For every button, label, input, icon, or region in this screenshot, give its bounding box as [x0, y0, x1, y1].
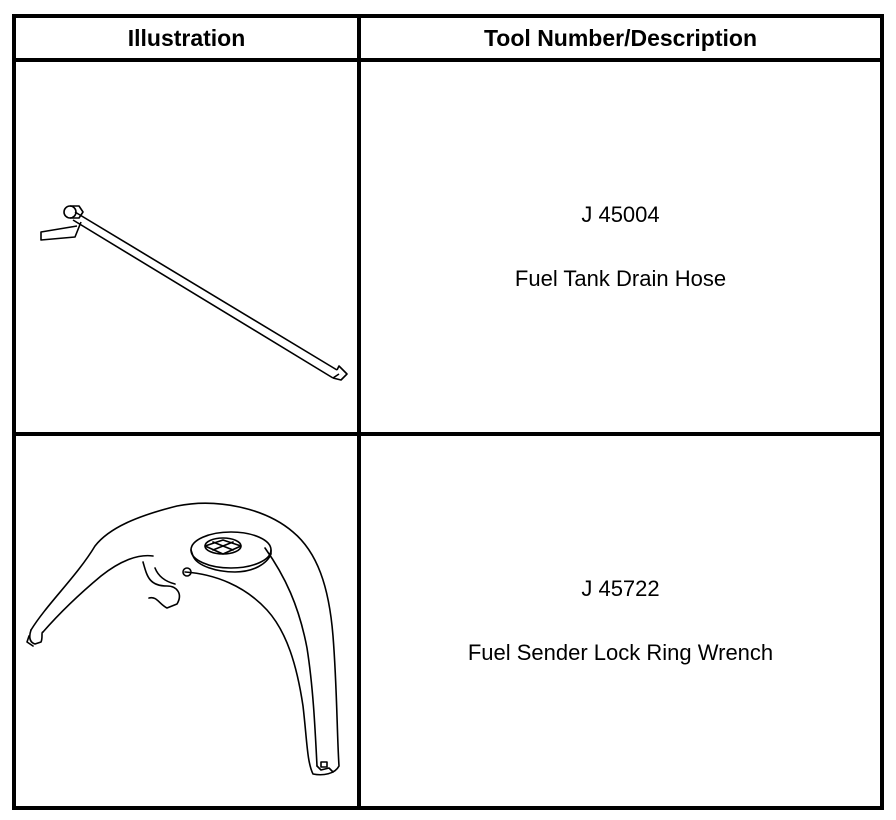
header-illustration: Illustration [12, 14, 361, 62]
fuel-sender-lock-ring-wrench-icon [25, 502, 340, 776]
header-row: Illustration Tool Number/Description [12, 14, 884, 62]
tool-number: J 45722 [581, 576, 660, 601]
table-row: J 45722 Fuel Sender Lock Ring Wrench [12, 432, 884, 810]
tool-description: Fuel Sender Lock Ring Wrench [467, 640, 774, 665]
tool-table: Illustration Tool Number/Description [12, 14, 884, 810]
tool-description-cell: J 45722 Fuel Sender Lock Ring Wrench [357, 432, 884, 810]
header-tool-description: Tool Number/Description [357, 14, 884, 62]
fuel-tank-drain-hose-icon [39, 205, 348, 381]
table-row: J 45004 Fuel Tank Drain Hose [12, 58, 884, 436]
tool-number: J 45004 [581, 202, 660, 227]
tool-description-cell: J 45004 Fuel Tank Drain Hose [357, 58, 884, 436]
tool-description: Fuel Tank Drain Hose [514, 266, 727, 291]
illustration-cell [12, 432, 361, 810]
illustration-cell [12, 58, 361, 436]
